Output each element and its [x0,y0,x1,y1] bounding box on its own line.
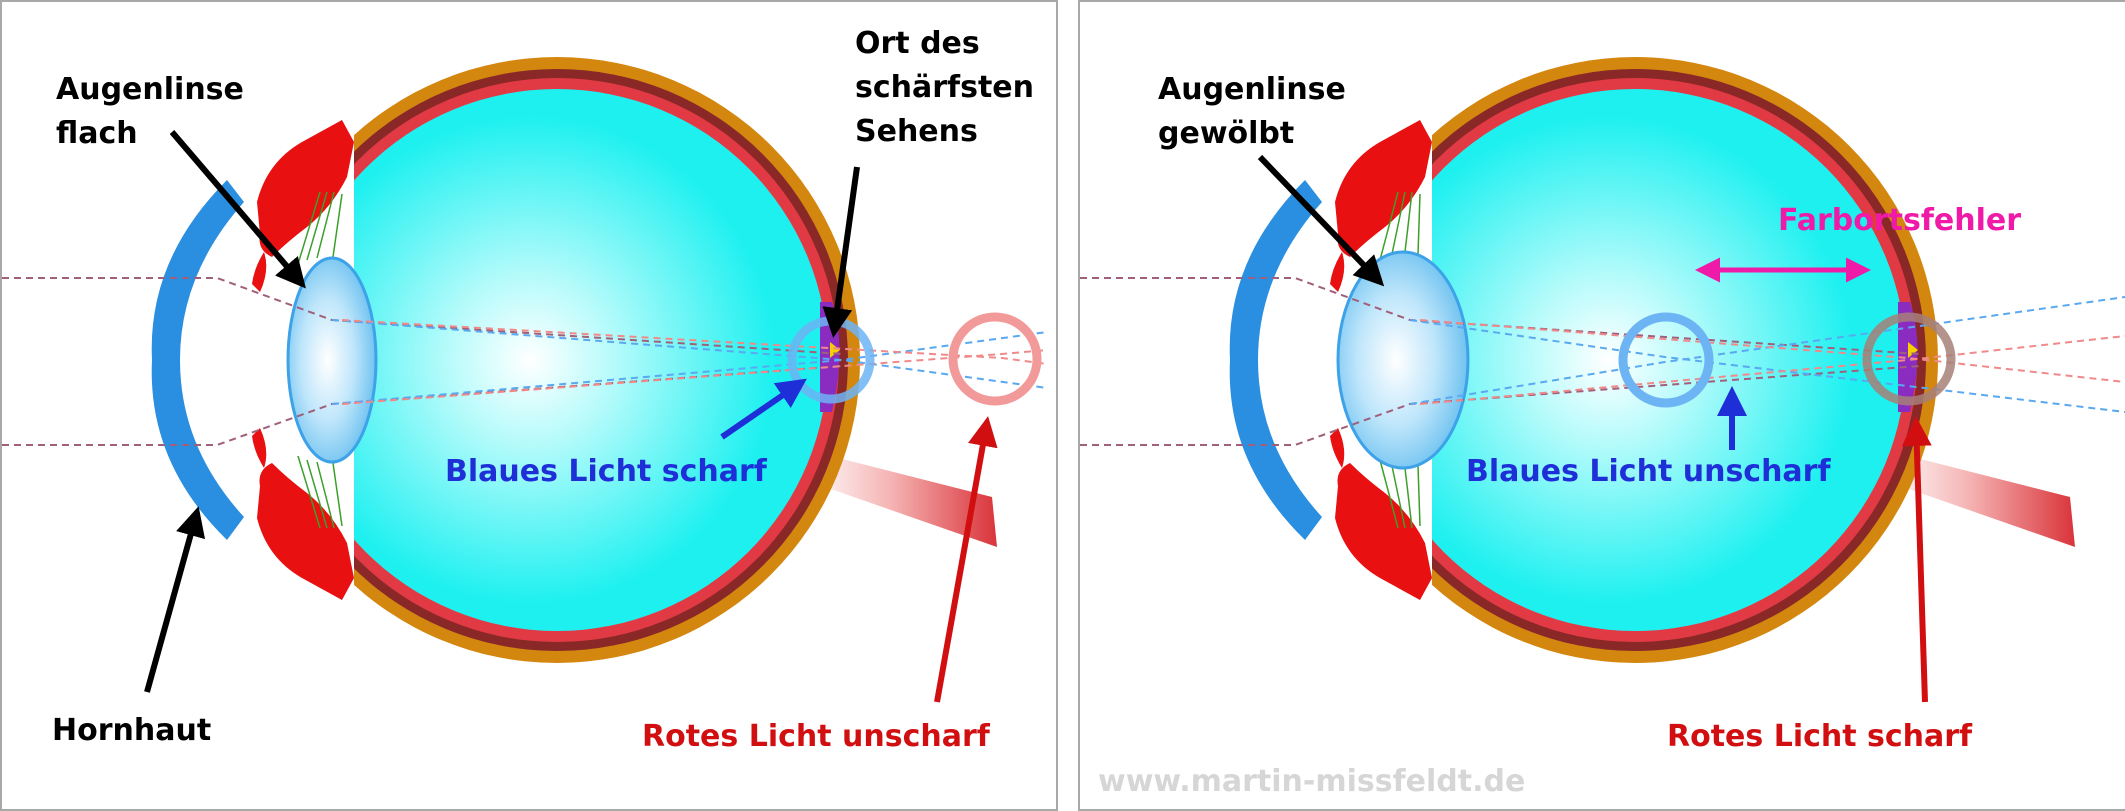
optic-nerve [1883,450,2075,547]
panel-flat-lens: Augenlinse flach Ort des schärfsten Sehe… [0,0,1058,811]
cornea [151,180,244,540]
arrow-red [1901,416,1932,703]
eye-diagram-curved [1080,57,2125,703]
iris-lower [257,463,354,600]
cornea [1229,180,1322,540]
arrow-lens [1257,154,1385,287]
red-focus-circle [1862,312,1956,406]
optic-nerve [805,450,997,547]
panel-curved-lens: Augenlinse gewölbt Farbortsfehler Blaues… [1078,0,2125,811]
aberration-label: Farbortsfehler [1778,203,2022,238]
red-sharp-label: Rotes Licht scharf [1667,719,1973,754]
light-rays [2,277,1048,446]
lens-flat [286,256,378,464]
watermark: www.martin-missfeldt.de [1098,764,1526,799]
zonule-fibers [297,191,343,529]
light-rays [1080,277,2125,446]
arrow-blue [720,378,807,440]
iris-upper [1335,120,1432,257]
arrow-lens [169,130,306,289]
vitreous-body [286,89,828,631]
lens-flat-label: Augenlinse flach [56,72,244,151]
iris-lower [1335,463,1432,600]
zonule-fibers [1379,191,1421,529]
red-blur-circle [948,312,1042,406]
blue-blur-circle [1618,312,1714,408]
arrow-red [934,416,998,703]
blue-sharp-label: Blaues Licht scharf [445,454,767,489]
fovea-label: Ort des schärfsten Sehens [855,26,1034,149]
iris-upper [257,120,354,257]
arrow-fovea [822,166,860,338]
lens-curved [1336,250,1470,470]
blue-blurry-label: Blaues Licht unscharf [1466,454,1831,489]
eye-diagram-flat [2,57,1048,703]
red-blurry-label: Rotes Licht unscharf [642,719,990,754]
vitreous-body [1364,89,1906,631]
cornea-label: Hornhaut [52,713,212,748]
lens-curved-label: Augenlinse gewölbt [1158,72,1346,151]
arrow-cornea [144,506,206,693]
